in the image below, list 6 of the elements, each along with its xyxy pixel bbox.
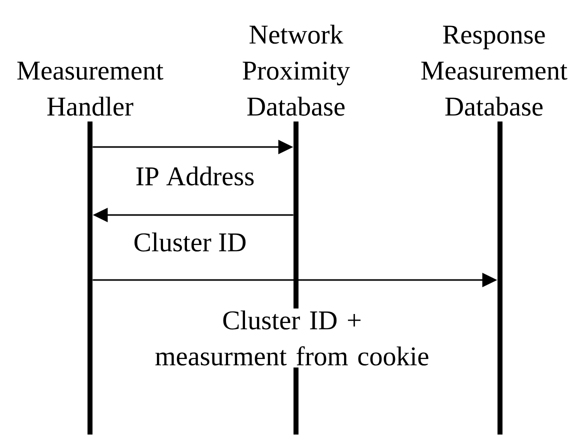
node-label: Measurement Handler xyxy=(17,62,164,116)
edge-label: IP Address xyxy=(133,164,257,188)
edge-label: Cluster ID xyxy=(131,230,249,254)
node-label: Response Measurement Database xyxy=(421,26,568,116)
edge-label: Cluster ID + measurment from cookie xyxy=(145,308,439,368)
node-label: Network Proximity Database xyxy=(242,24,350,116)
